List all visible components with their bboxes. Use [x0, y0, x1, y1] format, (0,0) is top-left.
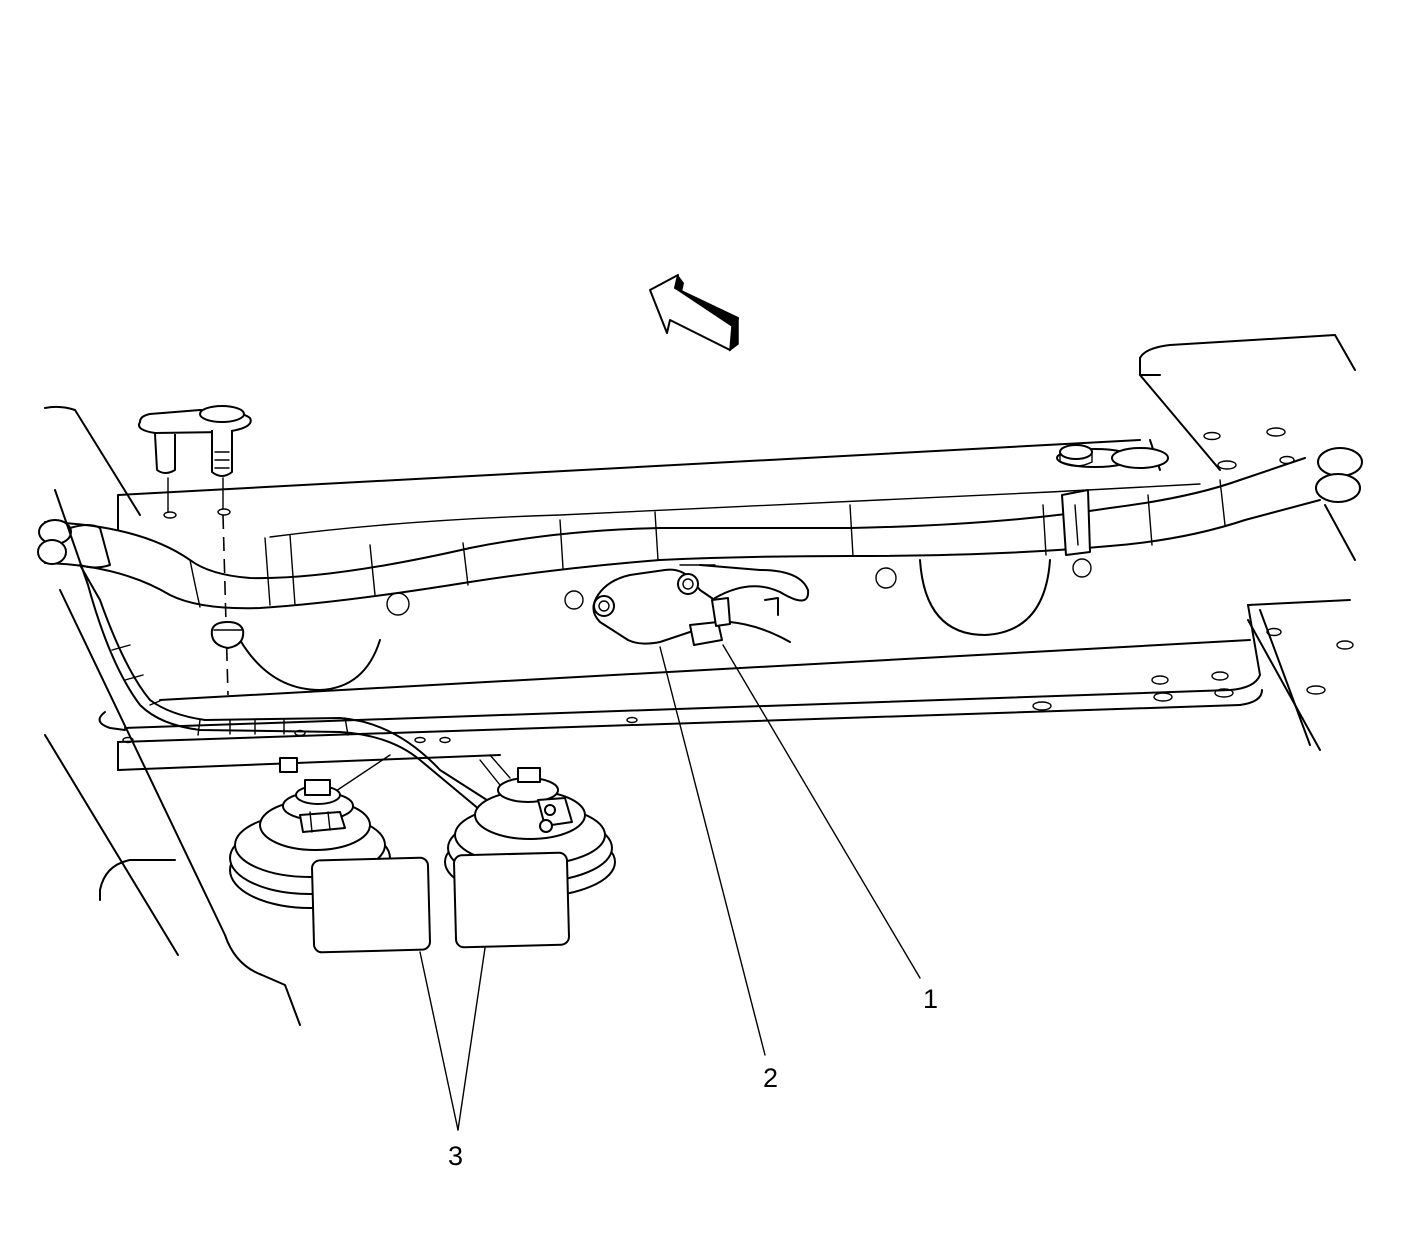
callout-3: 3 — [448, 1141, 463, 1171]
horn-label-plates — [311, 851, 570, 954]
callout-1: 1 — [923, 984, 938, 1014]
callout-leader-lines — [419, 644, 921, 1131]
right-crossmember — [1139, 334, 1356, 751]
fastener-retainers — [138, 405, 1169, 696]
left-horn — [229, 779, 391, 909]
left-body-structure — [44, 405, 301, 1026]
wiring-harness-conduit — [37, 447, 1363, 610]
horn-relay-bracket — [592, 564, 810, 646]
callout-2: 2 — [763, 1063, 778, 1093]
front-direction-arrow-icon — [649, 274, 739, 352]
horn-harness-branch — [54, 489, 531, 831]
right-horn — [444, 767, 616, 898]
